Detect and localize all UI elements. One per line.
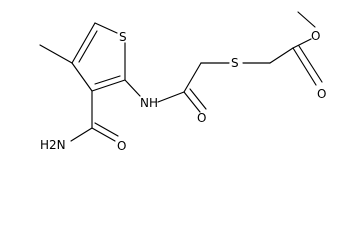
amide-linker bbox=[124, 62, 230, 113]
atom-label-amide-nh: NH bbox=[140, 96, 158, 110]
atom-label-ester-ether-o: O bbox=[311, 29, 320, 43]
atom-label-carboxamide-o: O bbox=[117, 139, 126, 153]
thiophene-ring bbox=[71, 22, 126, 92]
bond-ch2-ester-c bbox=[269, 47, 294, 64]
bond-carbonyl-o bbox=[91, 127, 116, 142]
bond-ester-c-o-ether bbox=[292, 38, 312, 49]
bond-carbonyl-o-double bbox=[94, 122, 119, 137]
atom-label-thioether-s: S bbox=[231, 56, 239, 70]
atom-label-thiophene-s: S bbox=[119, 30, 127, 44]
atom-label-amide-o: O bbox=[197, 111, 206, 125]
bond-ester-c-o-carbonyl bbox=[292, 47, 317, 86]
bond-c4-c5-inner bbox=[78, 30, 98, 63]
bond-carbonyl-nh2 bbox=[70, 127, 93, 142]
bond-c2-nh bbox=[124, 79, 141, 97]
bond-c2-c3-inner bbox=[94, 75, 121, 85]
bond-c4-methyl bbox=[39, 44, 73, 64]
atom-label-ester-carbonyl-o: O bbox=[317, 87, 326, 101]
bond-nh-carbonyl bbox=[157, 91, 185, 103]
chemical-structure: S NH O S H2N O O O bbox=[39, 11, 326, 153]
bond-carbonyl-o2-double bbox=[189, 88, 207, 110]
bond-c2-c3 bbox=[91, 79, 126, 92]
bond-c4-c5 bbox=[71, 22, 96, 64]
bond-c5-s1 bbox=[94, 22, 118, 34]
carboxamide-group bbox=[70, 90, 119, 142]
ester-chain bbox=[242, 11, 323, 86]
bond-carbonyl-o2 bbox=[183, 91, 201, 113]
bond-o-ether-methyl bbox=[297, 11, 316, 28]
atom-label-carboxamide-nh2: H2N bbox=[40, 138, 66, 152]
bond-carbonyl-ch2 bbox=[183, 62, 202, 93]
bond-ester-c-o-carbonyl-double bbox=[298, 45, 323, 83]
bond-c3-c4 bbox=[71, 62, 93, 92]
